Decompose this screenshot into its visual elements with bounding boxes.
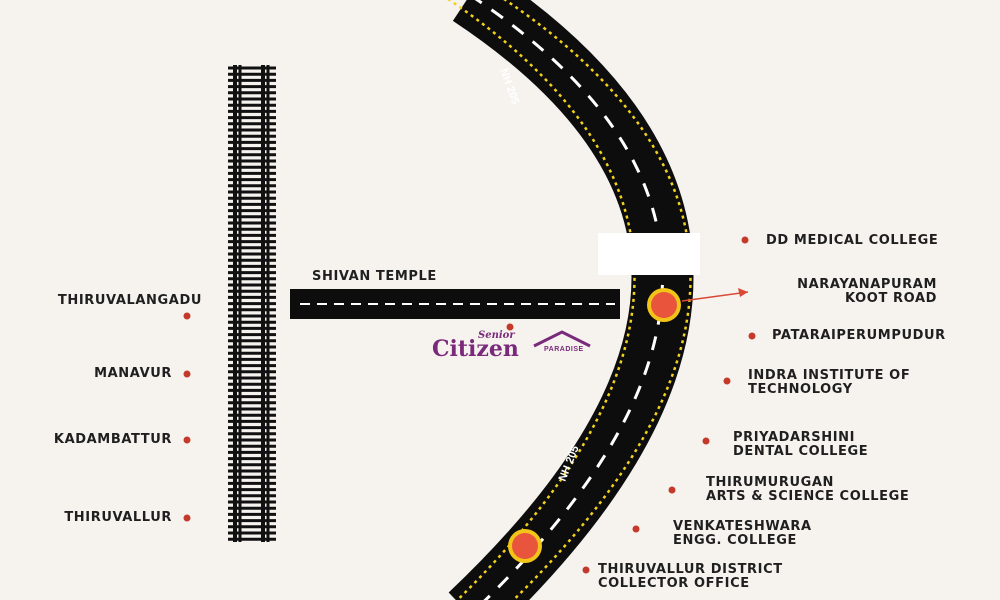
blank-block (598, 233, 700, 275)
place-label-narayanapuram: NARAYANAPURAM KOOT ROAD (797, 277, 937, 306)
place-dot (582, 566, 590, 574)
place-label-venkateshwara: VENKATESHWARA ENGG. COLLEGE (673, 519, 812, 548)
side-road (290, 289, 620, 319)
place-label-pataraiperumpudur: PATARAIPERUMPUDUR (772, 328, 946, 343)
place-label-thiruvalangadu: THIRUVALANGADU (57, 293, 202, 308)
location-marker-icon (647, 288, 681, 322)
place-label-kadambattur: KADAMBATTUR (53, 432, 172, 447)
place-dot (668, 486, 676, 494)
arrow-icon (681, 288, 749, 302)
logo-tag-text: PARADISE (544, 346, 584, 353)
place-label-dd-medical-college: DD MEDICAL COLLEGE (766, 233, 939, 248)
place-dot (506, 323, 514, 331)
place-dots (183, 236, 756, 574)
logo-top-text: Senior (478, 330, 515, 341)
place-label-collector-office: THIRUVALLUR DISTRICT COLLECTOR OFFICE (598, 562, 783, 591)
place-label-indra-institute: INDRA INSTITUTE OF TECHNOLOGY (748, 368, 911, 397)
place-dot (748, 332, 756, 340)
place-dot (723, 377, 731, 385)
location-marker-icon (508, 529, 542, 563)
place-dot (183, 514, 191, 522)
railway-track-icon (228, 65, 276, 542)
highway-nh205 (447, 0, 694, 600)
place-dot (183, 436, 191, 444)
highway-label-top: NH 205 (497, 67, 521, 106)
place-dot (183, 312, 191, 320)
place-label-thiruvallur: THIRUVALLUR (64, 510, 172, 525)
house-roof-icon (533, 330, 591, 348)
place-dot (183, 370, 191, 378)
place-label-shivan-temple: SHIVAN TEMPLE (312, 269, 437, 284)
place-label-manavur: MANAVUR (94, 366, 172, 381)
logo-main-text: Citizen (432, 336, 519, 362)
place-label-thirumurugan: THIRUMURUGAN ARTS & SCIENCE COLLEGE (706, 475, 910, 504)
senior-citizen-paradise-logo: Senior Citizen PARADISE (432, 330, 592, 370)
place-dot (632, 525, 640, 533)
place-label-priyadarshini: PRIYADARSHINI DENTAL COLLEGE (733, 430, 869, 459)
place-dot (702, 437, 710, 445)
place-dot (741, 236, 749, 244)
